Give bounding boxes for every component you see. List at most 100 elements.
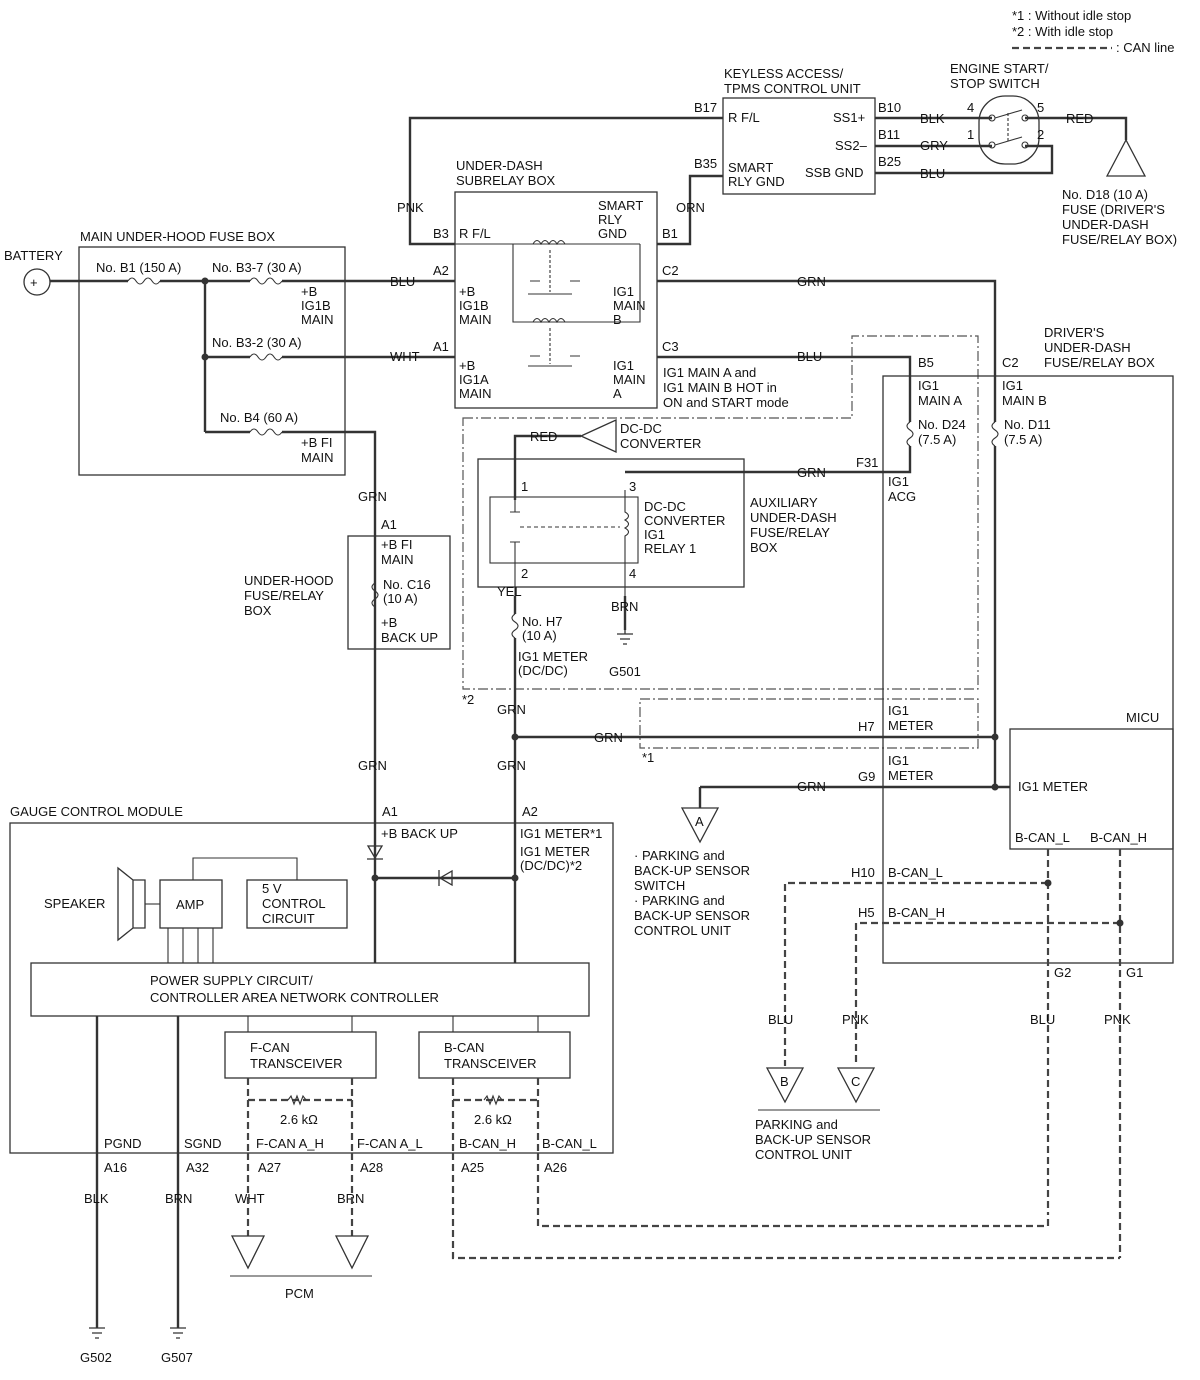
pin-b3: B3 (433, 226, 449, 241)
subrelay-ig1a-out-3: A (613, 386, 622, 401)
resistor-bcan-label: 2.6 kΩ (474, 1112, 512, 1127)
ground-g501: G501 (609, 664, 641, 679)
subrelay-title-2: SUBRELAY BOX (456, 173, 556, 188)
subrelay-ig1a-in-2: IG1A (459, 372, 489, 387)
aux-box-title-1: AUXILIARY (750, 495, 818, 510)
pin-a32: A32 (186, 1160, 209, 1175)
wire-red-switch (1025, 116, 1128, 140)
keyless-title-2: TPMS CONTROL UNIT (724, 81, 861, 96)
fcan-box (224, 1031, 377, 1079)
subrelay-contact-a (528, 355, 580, 367)
driver-box-title-2: UNDER-DASH (1044, 340, 1131, 355)
wire-grn-f31 (625, 455, 912, 474)
fuse-b37-label: No. B3-7 (30 A) (212, 260, 302, 275)
underhood-title-2: FUSE/RELAY (244, 588, 324, 603)
pin-b1: B1 (662, 226, 678, 241)
legend-note-2: *2 : With idle stop (1012, 24, 1113, 39)
pin-ga2: A2 (522, 804, 538, 819)
wire-label-yel: YEL (497, 584, 522, 599)
subrelay-ig1a-out-1: IG1 (613, 358, 634, 373)
subrelay-ig1b-in-2: IG1B (459, 298, 489, 313)
subrelay-contact-b (528, 280, 580, 295)
connector-c-label: C (851, 1074, 860, 1089)
switch-pin-2: 2 (1037, 127, 1044, 142)
underhood-title-3: BOX (244, 603, 272, 618)
micu: MICU IG1 METER B-CAN_L B-CAN_H (1009, 710, 1174, 850)
pin-c2d: C2 (1002, 355, 1019, 370)
wire-label-brn-pcm: BRN (337, 1191, 364, 1206)
ground-g507: G507 (161, 1350, 193, 1365)
pin-b25: B25 (878, 154, 901, 169)
can-fcan-resistor (246, 1078, 354, 1153)
pin-b10: B10 (878, 100, 901, 115)
legend-can-label: : CAN line (1116, 40, 1175, 55)
gauge-control-module: GAUGE CONTROL MODULE A1 A2 +B BACK UP IG… (9, 804, 614, 1328)
fuse-d18-label: No. D18 (10 A) FUSE (DRIVER'S UNDER-DASH… (1062, 187, 1177, 247)
pin-ga1: A1 (382, 804, 398, 819)
wire-grn-fi (282, 430, 377, 830)
subrelay-ig1b-in-3: MAIN (459, 312, 492, 327)
wire-blu-c3 (657, 355, 912, 422)
fcan-1: F-CAN (250, 1040, 290, 1055)
pin-h7: H7 (858, 719, 875, 734)
h7-meter-1: IG1 METER (518, 649, 588, 664)
speaker-icon (117, 866, 146, 942)
control-5v-1: 5 V (262, 881, 282, 896)
pin-a26: A26 (544, 1160, 567, 1175)
underhood-title-1: UNDER-HOOD (244, 573, 334, 588)
gcm-sgnd: SGND (184, 1136, 222, 1151)
pin-c3: C3 (662, 339, 679, 354)
wire-label-blu-c3: BLU (797, 349, 822, 364)
resistor-fcan-label: 2.6 kΩ (280, 1112, 318, 1127)
fuse-d11-1: No. D11 (1004, 417, 1051, 432)
hot-note-1: IG1 MAIN A and (663, 365, 756, 380)
switch-title-1: ENGINE START/ (950, 61, 1049, 76)
wire-label-pnk-c: PNK (842, 1012, 869, 1027)
main-fi-1: +B FI (301, 435, 332, 450)
dcdc-relay-2: CONVERTER (644, 513, 725, 528)
subrelay-ig1a-in-1: +B (459, 358, 475, 373)
wire-label-gry: GRY (920, 138, 948, 153)
connector-b-label: B (780, 1074, 789, 1089)
wire-label-grn-lo2: GRN (497, 758, 526, 773)
bcan-2: TRANSCEIVER (444, 1056, 536, 1071)
subrelay-frame (454, 191, 658, 409)
junction-b32 (201, 353, 209, 361)
hot-note-2: IG1 MAIN B HOT in (663, 380, 777, 395)
dcdc-converter-2: CONVERTER (620, 436, 701, 451)
amp-label: AMP (176, 897, 204, 912)
ground-g502-symbol (89, 1327, 105, 1339)
driver-bcanh: B-CAN_H (888, 905, 945, 920)
h7-meter-2: (DC/DC) (518, 663, 568, 678)
can-bcanl-return (536, 1153, 1050, 1228)
fuse-d24-2: (7.5 A) (918, 432, 956, 447)
wire-label-red-dcdc: RED (530, 429, 557, 444)
gcm-meter2-1: IG1 METER (520, 844, 590, 859)
junction-h7-meter (511, 733, 519, 741)
main-fuse-box-title: MAIN UNDER-HOOD FUSE BOX (80, 229, 275, 244)
idle-stop-marker-2: *2 (462, 692, 474, 707)
ground-g502: G502 (80, 1350, 112, 1365)
parking-bc-1: PARKING and (755, 1117, 838, 1132)
control-5v-2: CONTROL (262, 896, 326, 911)
switch-pin-5: 5 (1037, 100, 1044, 115)
micu-bcanh: B-CAN_H (1090, 830, 1147, 845)
driver-meter-h7-2: METER (888, 718, 934, 733)
gcm-pgnd: PGND (104, 1136, 142, 1151)
parking-a-4: · PARKING and (634, 893, 725, 908)
pin-g9: G9 (858, 769, 875, 784)
subrelay-coil-bottom (532, 317, 566, 324)
driver-acg-1: IG1 (888, 474, 909, 489)
pin-a2: A2 (433, 263, 449, 278)
subrelay-coil-wiring (455, 243, 641, 323)
micu-title: MICU (1126, 710, 1159, 725)
keyless-ss2: SS2– (835, 138, 868, 153)
gcm-backup: +B BACK UP (381, 826, 458, 841)
driver-bcanl: B-CAN_L (888, 865, 943, 880)
main-fi-2: MAIN (301, 450, 334, 465)
dcdc-converter-symbol (579, 418, 617, 454)
psc-transceiver-links (247, 1016, 539, 1032)
dcdc-relay-contact (510, 500, 520, 596)
wire-red-dcdc (513, 434, 581, 500)
relay-pin-1: 1 (521, 479, 528, 494)
